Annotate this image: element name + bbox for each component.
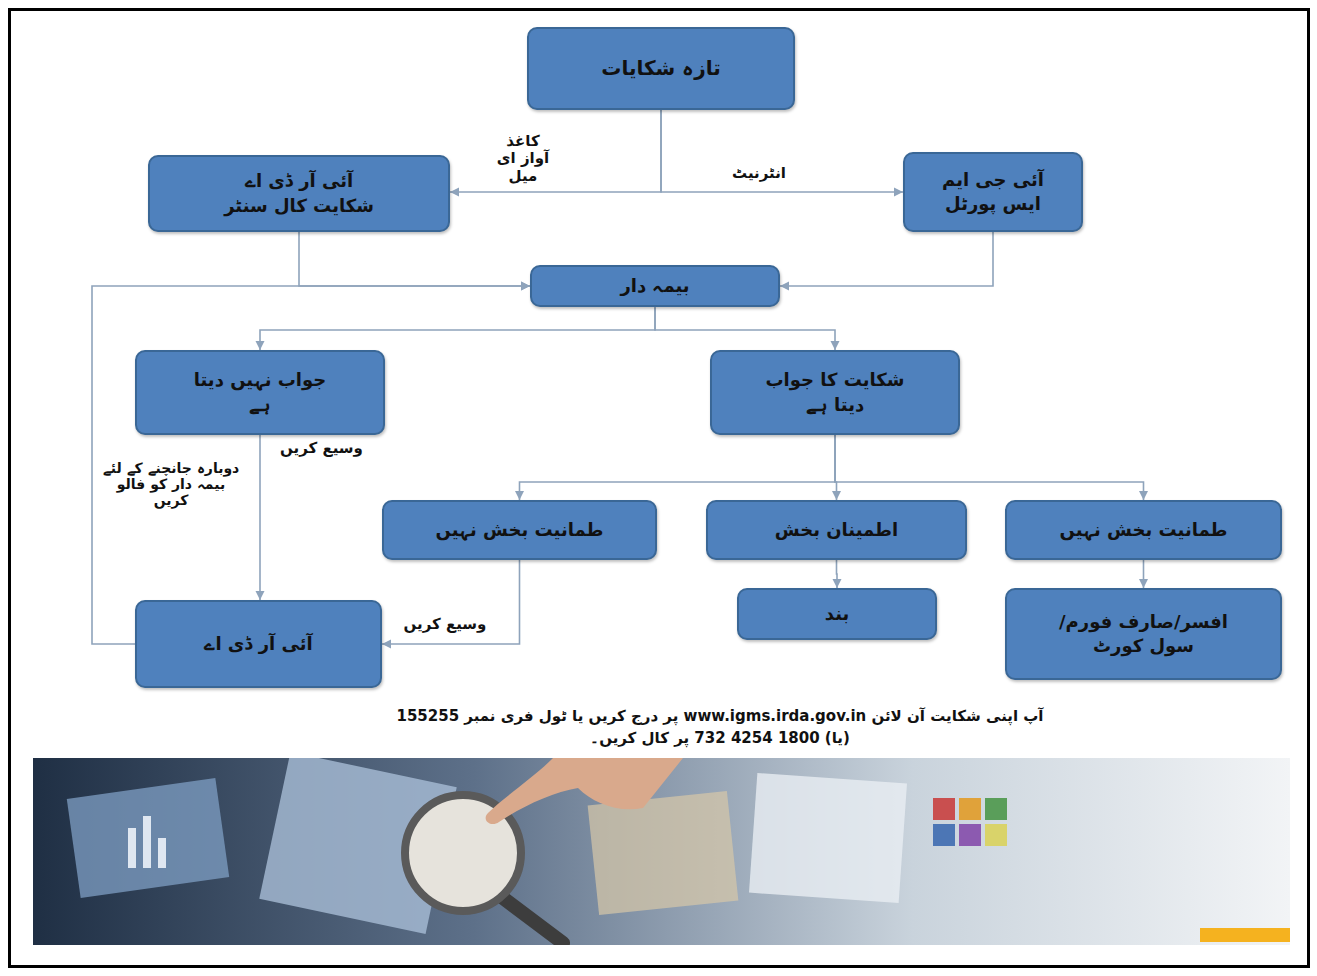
connector <box>256 307 656 350</box>
connector-line <box>520 435 836 500</box>
connector <box>450 110 661 197</box>
grievance-photo <box>33 758 1290 945</box>
connector <box>833 560 842 588</box>
box-text: طمانیت بخش نہیں <box>1024 518 1264 542</box>
box-text: آئی آر ڈی اے شکایت کال سنٹر <box>224 169 374 218</box>
connector-line <box>780 232 993 286</box>
edge-label: کاغذ آواز ای میل <box>492 133 554 185</box>
color-tile <box>933 824 955 846</box>
chart-bar <box>158 838 166 868</box>
process-box: شکایت کا جواب دیتا ہے <box>710 350 960 435</box>
connector-line <box>661 110 903 192</box>
connector-line <box>92 286 530 644</box>
connector <box>1139 560 1148 588</box>
process-box: طمانیت بخش نہیں <box>382 500 657 560</box>
edge-label: دوبارہ جانچنے کے لئے بیمہ دار کو فالو کر… <box>100 460 242 508</box>
arrow-head <box>1139 491 1148 500</box>
color-tile <box>959 824 981 846</box>
process-box: طمانیت بخش نہیں <box>1005 500 1282 560</box>
accent-bar <box>1200 928 1290 942</box>
edge-label: وسیع کریں <box>398 616 492 633</box>
process-box: بند <box>737 588 937 640</box>
connector <box>661 110 903 197</box>
color-tile <box>959 798 981 820</box>
connector <box>382 560 520 649</box>
arrow-head <box>831 341 840 350</box>
color-tile <box>933 798 955 820</box>
box-text: بیمہ دار <box>545 274 765 298</box>
connector <box>832 435 841 500</box>
box-text: آئی جی ایم ایس پورٹل <box>923 168 1063 217</box>
connector <box>780 232 993 290</box>
connector <box>256 435 265 600</box>
box-text: طمانیت بخش نہیں <box>400 518 640 542</box>
magnifier-handle <box>503 898 563 943</box>
connector <box>299 232 530 290</box>
arrow-head <box>1139 579 1148 588</box>
arrow-head <box>256 591 265 600</box>
connector-line <box>260 307 655 350</box>
chart-bar <box>143 816 151 868</box>
edge-label: انٹرنیٹ <box>722 165 796 182</box>
box-text: بند <box>752 602 922 626</box>
photo-tile <box>749 773 907 903</box>
process-box: آئی آر ڈی اے شکایت کال سنٹر <box>148 155 450 232</box>
process-box: جواب نہیں دیتا ہے <box>135 350 385 435</box>
connector <box>515 435 835 500</box>
connector-line <box>835 435 1144 500</box>
process-box: اطمینان بخش <box>706 500 967 560</box>
arrow-head <box>256 341 265 350</box>
connector <box>835 435 1148 500</box>
note-text: آپ اپنی شکایت آن لائن www.igms.irda.gov.… <box>395 706 1045 750</box>
arrow-head <box>450 188 459 197</box>
arrow-head <box>894 188 903 197</box>
process-box: آئی آر ڈی اے <box>135 600 382 688</box>
process-box: آئی جی ایم ایس پورٹل <box>903 152 1083 232</box>
process-box: افسر/صارف فورم/سول کورٹ <box>1005 588 1282 680</box>
connector <box>92 281 530 644</box>
arrow-head <box>833 579 842 588</box>
box-text: تازہ شکایات <box>551 55 771 82</box>
box-text: اطمینان بخش <box>722 518 952 542</box>
connector <box>655 307 840 350</box>
box-text: آئی آر ڈی اے <box>159 632 359 656</box>
color-tile <box>985 824 1007 846</box>
arrow-head <box>780 281 789 290</box>
photo-ground <box>33 758 1290 945</box>
process-box: بیمہ دار <box>530 265 780 307</box>
connector-line <box>450 110 661 192</box>
box-text: شکایت کا جواب دیتا ہے <box>750 368 920 417</box>
connector-line <box>259 435 261 600</box>
arrow-head <box>832 491 841 500</box>
connector-line <box>655 307 835 350</box>
chart-bar <box>128 828 136 868</box>
edge-label: وسیع کریں <box>272 440 371 457</box>
photo-tile <box>67 778 229 898</box>
arrow-head <box>521 281 530 290</box>
arrow-head <box>521 281 530 290</box>
connector-line <box>382 560 520 644</box>
connector-line <box>299 232 530 286</box>
arrow-head <box>515 491 524 500</box>
arrow-head <box>382 640 391 649</box>
photo-tile <box>588 791 739 915</box>
box-text: افسر/صارف فورم/سول کورٹ <box>1059 610 1229 659</box>
start-box: تازہ شکایات <box>527 27 795 110</box>
hand <box>486 758 683 824</box>
color-tile <box>985 798 1007 820</box>
box-text: جواب نہیں دیتا ہے <box>185 368 335 417</box>
